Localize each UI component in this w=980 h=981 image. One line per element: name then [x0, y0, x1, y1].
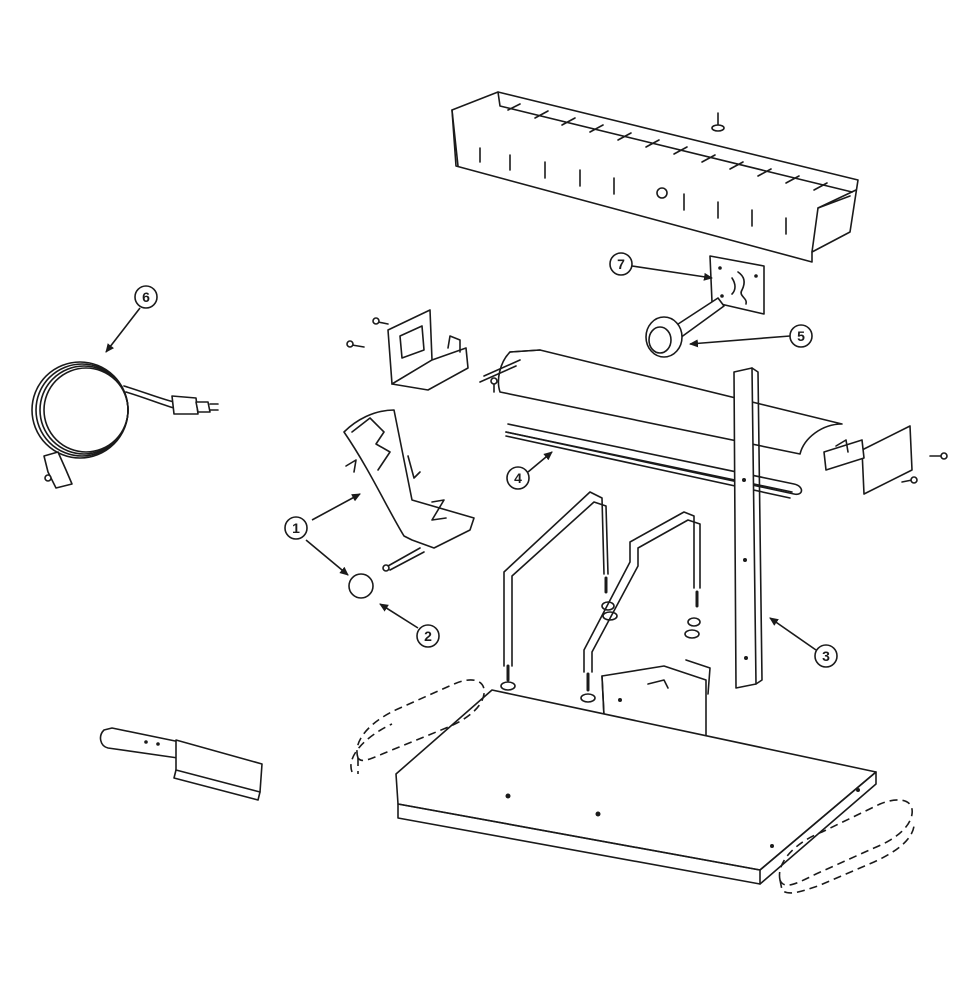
knob-part-5	[645, 297, 725, 358]
callout-6-label: 6	[142, 289, 150, 305]
callout-5-label: 5	[797, 328, 805, 344]
callout-6-group: 6	[105, 285, 158, 353]
vertical-rail-part-3	[733, 367, 763, 689]
dashed-foot-left	[350, 679, 485, 774]
holder-plate-part-1	[343, 409, 475, 572]
callout-5-group: 5	[689, 324, 813, 348]
scraper-knife	[99, 727, 263, 801]
left-end-bracket	[346, 309, 469, 391]
callout-2-label: 2	[424, 628, 432, 644]
bracket-plate-part-7	[709, 255, 765, 315]
callout-4-group: 4	[506, 451, 553, 490]
callout-1-label: 1	[292, 520, 300, 536]
callout-2-group: 2	[379, 603, 440, 648]
ball-part-2	[348, 573, 374, 599]
callout-3-group: 3	[769, 617, 838, 668]
power-cord-part-6	[31, 361, 219, 489]
top-cover	[451, 91, 859, 263]
right-end-bracket	[823, 425, 948, 495]
callout-3-label: 3	[822, 648, 830, 664]
callout-7-group: 7	[609, 252, 713, 281]
heater-reflector	[479, 349, 843, 455]
support-rods	[500, 491, 701, 721]
callout-7-label: 7	[617, 256, 625, 272]
callout-4-label: 4	[514, 470, 522, 486]
dashed-foot-right	[778, 799, 915, 894]
callout-1-group: 1	[284, 493, 361, 576]
base-plate	[395, 689, 877, 885]
